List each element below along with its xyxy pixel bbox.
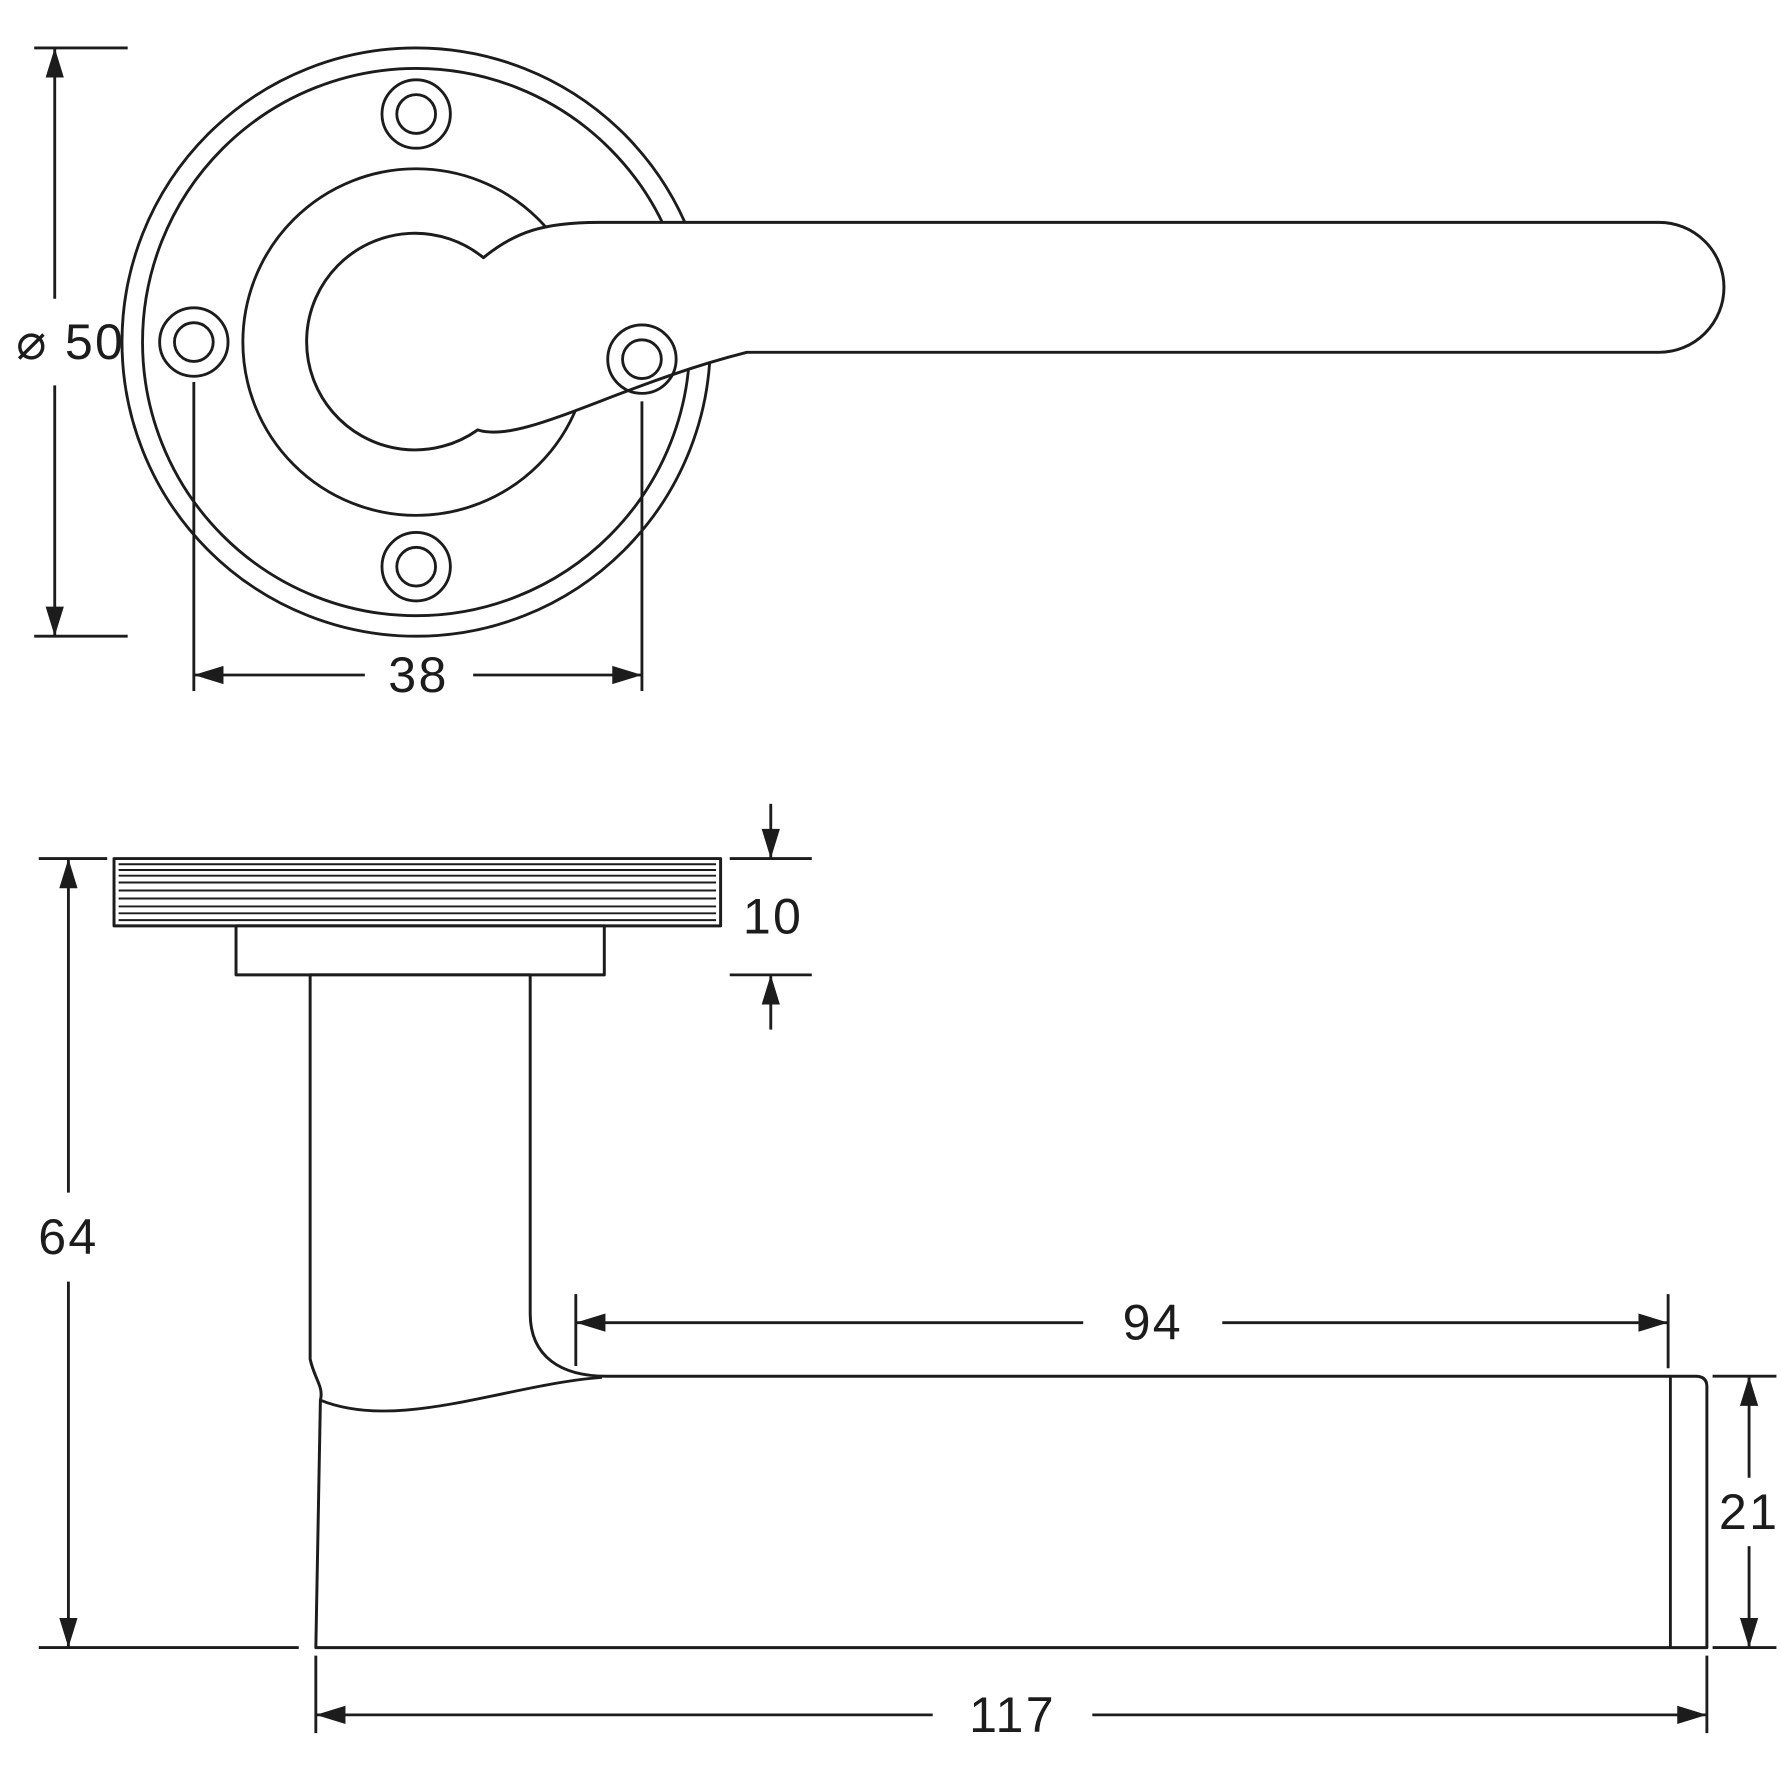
screw-inner-ring xyxy=(395,545,437,588)
dim-label-lever-depth: 21 xyxy=(1719,1484,1779,1540)
arrowhead-up xyxy=(761,974,780,1005)
screw-inner-ring xyxy=(621,338,663,380)
arrowhead-down xyxy=(59,1617,78,1648)
lever-plan-outline xyxy=(305,220,1726,452)
arrowhead-up xyxy=(59,858,78,889)
arrowhead-right xyxy=(1677,1705,1707,1724)
arrowhead-right xyxy=(612,665,642,685)
screw-right xyxy=(606,323,678,395)
arrowhead-down xyxy=(45,606,64,637)
screw-outer-ring xyxy=(158,306,230,378)
dim-label-projection: 64 xyxy=(38,1209,98,1265)
arrowhead-left xyxy=(315,1705,346,1724)
dimension-rose-diameter: ⌀ 50 xyxy=(16,46,128,638)
rose-profile-slab xyxy=(112,857,723,928)
top-view: ⌀ 50 38 xyxy=(16,46,1726,703)
dim-label-grip-length: 94 xyxy=(1123,1295,1183,1351)
screw-inner-ring xyxy=(395,93,437,135)
lever-profile-outline xyxy=(308,973,1709,1650)
screw-outer-ring xyxy=(380,78,452,150)
dimension-rose-thickness: 10 xyxy=(729,803,812,1030)
rose-collar xyxy=(234,924,606,977)
dimension-overall-length: 117 xyxy=(314,1655,1709,1743)
side-view: 10 64 94 xyxy=(38,803,1779,1743)
dim-label-overall-length: 117 xyxy=(969,1687,1056,1743)
screw-bottom xyxy=(380,531,452,603)
dim-label-screw-spacing: 38 xyxy=(388,647,448,703)
lever-shoulder-edge-line xyxy=(319,1375,603,1413)
arrowhead-left xyxy=(193,665,224,685)
screw-left xyxy=(158,306,230,378)
screw-outer-ring xyxy=(380,531,452,603)
screw-top xyxy=(380,78,452,150)
arrowhead-up xyxy=(45,47,64,78)
screw-outer-ring xyxy=(606,323,678,395)
dimension-lever-depth: 21 xyxy=(1712,1374,1779,1650)
rose-reeded-pattern xyxy=(118,863,717,922)
arrowhead-right xyxy=(1638,1313,1669,1332)
arrowhead-down xyxy=(761,828,780,859)
arrowhead-left xyxy=(575,1313,606,1332)
screw-inner-ring xyxy=(173,321,215,363)
dim-label-rose-thickness: 10 xyxy=(743,889,803,945)
dimension-screw-spacing: 38 xyxy=(192,381,644,703)
dimension-projection: 64 xyxy=(38,857,299,1650)
dim-label-rose-diameter: ⌀ 50 xyxy=(16,314,125,370)
arrowhead-down xyxy=(1739,1617,1759,1648)
arrowhead-up xyxy=(1739,1376,1759,1406)
dimension-grip-length: 94 xyxy=(574,1294,1670,1369)
